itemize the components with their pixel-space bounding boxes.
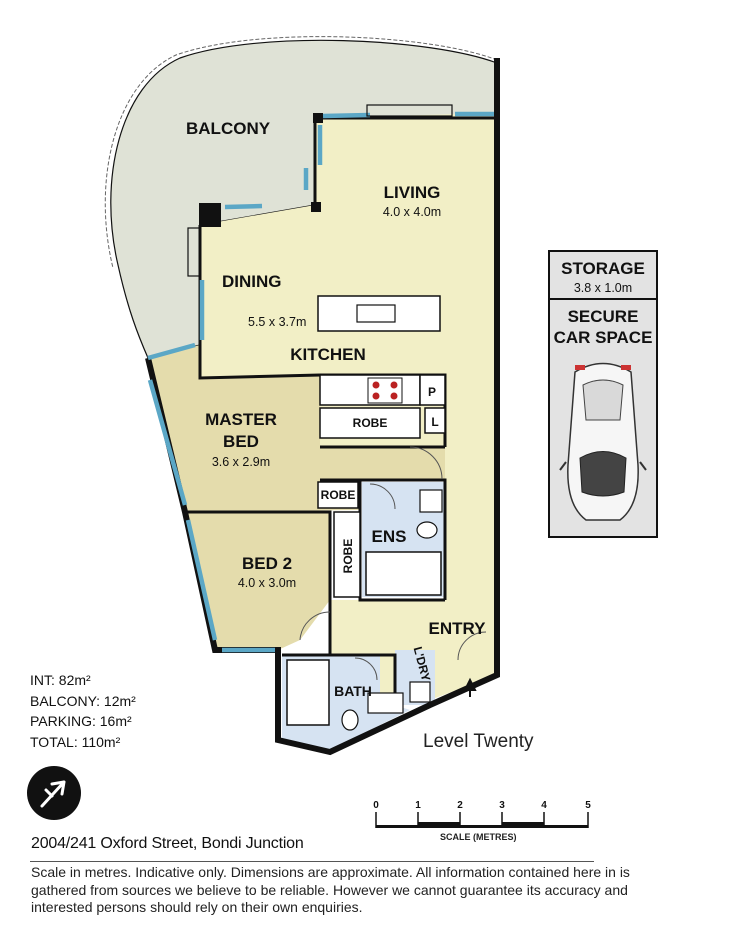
linen-box (424, 407, 446, 434)
robe-small-label: ROBE (321, 488, 356, 502)
column-a (199, 203, 221, 227)
pantry-box (419, 374, 446, 406)
dining-label: DINING (222, 272, 282, 291)
dining-window (187, 227, 201, 277)
scale-tick-label: 2 (457, 800, 463, 811)
living-label: LIVING (384, 183, 441, 202)
car-icon (559, 362, 647, 521)
toilet-ens (416, 521, 438, 539)
entry-label: ENTRY (429, 619, 487, 638)
dining-dim: 5.5 x 3.7m (248, 315, 306, 329)
car-space-label-2: CAR SPACE (554, 328, 653, 347)
sliding-door (366, 104, 453, 117)
basin-ens (419, 489, 443, 513)
bed2-dim: 4.0 x 3.0m (238, 576, 296, 590)
area-balcony: BALCONY: 12m² (30, 692, 136, 709)
laundry-tub (409, 681, 431, 703)
linen-label: L (431, 415, 438, 429)
column-c (313, 113, 323, 123)
burner-icon (390, 381, 398, 389)
living-dim: 4.0 x 4.0m (383, 205, 441, 219)
bed2-label: BED 2 (242, 554, 292, 573)
shower-bath (286, 659, 330, 726)
address: 2004/241 Oxford Street, Bondi Junction (31, 835, 304, 852)
robe-small-box (317, 481, 359, 509)
scale-tick-label: 4 (541, 800, 547, 811)
storage-dim: 3.8 x 1.0m (574, 281, 632, 295)
windows (147, 111, 494, 653)
master-bed-dim: 3.6 x 2.9m (212, 455, 270, 469)
kitchen-label: KITCHEN (290, 345, 366, 364)
robe-master-box (319, 407, 421, 439)
balcony-area (110, 39, 498, 359)
area-summary: INT: 82m² BALCONY: 12m² PARKING: 16m² TO… (30, 670, 136, 752)
car-space-label-1: SECURE (568, 307, 639, 326)
sink-icon (356, 304, 396, 323)
scale-tick-label: 1 (415, 800, 421, 811)
scale-bar (375, 812, 589, 828)
burner-icon (372, 392, 380, 400)
burner-icon (390, 392, 398, 400)
shower-ens (365, 551, 442, 596)
toilet-bath (341, 709, 359, 731)
robe-bed2-box (333, 511, 361, 598)
balcony-edge (104, 36, 498, 269)
scale-tick-label: 5 (585, 800, 591, 811)
scale-tick-label: 0 (373, 800, 379, 811)
living-dining-area (200, 113, 497, 700)
area-internal: INT: 82m² (30, 672, 91, 688)
master-bed-label-2: BED (223, 432, 259, 451)
level-label: Level Twenty (423, 731, 534, 752)
master-bed-label-1: MASTER (205, 410, 277, 429)
north-arrow-icon (27, 766, 81, 820)
door-swings (299, 446, 487, 681)
robe-master-label: ROBE (353, 416, 388, 430)
area-parking: PARKING: 16m² (30, 713, 132, 729)
scale-tick-label: 3 (499, 800, 505, 811)
divider (30, 861, 594, 862)
storage-label: STORAGE (561, 259, 645, 278)
pantry-label: P (428, 385, 436, 399)
bath-label: BATH (334, 683, 372, 699)
entry-arrow (463, 677, 477, 697)
robe-bed2-label: ROBE (341, 539, 355, 574)
basin-bath (367, 692, 404, 714)
bed2-area (185, 512, 330, 650)
column-b (311, 202, 321, 212)
disclaimer: Scale in metres. Indicative only. Dimens… (31, 864, 630, 915)
area-total: TOTAL: 110m² (30, 733, 121, 750)
balcony-label: BALCONY (186, 119, 271, 138)
cooktop-icon (367, 377, 403, 404)
storage-box (548, 250, 658, 300)
burner-icon (372, 381, 380, 389)
master-bed-area (148, 345, 445, 512)
scale-title: SCALE (METRES) (440, 832, 517, 842)
ensuite-label: ENS (372, 527, 407, 546)
